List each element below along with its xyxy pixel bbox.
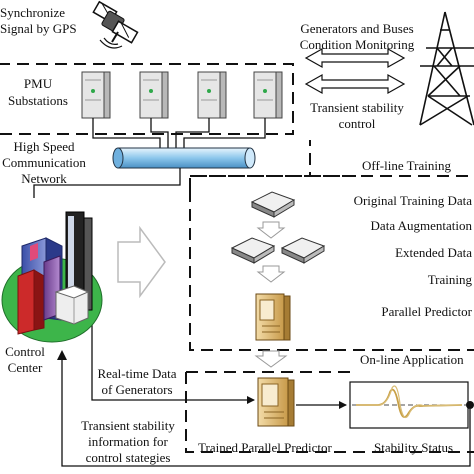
monitoring-label-line-2: Condition Monitoring [299,37,415,52]
realtime-label-line-1: Real-time Data [97,366,177,381]
offline-step-training: Training [427,272,472,287]
pipe-to-control-center-line [33,168,181,198]
control-center-label-line-2: Center [7,360,43,375]
augmented-data-icon-left [230,237,276,264]
control-center-city-icon [1,211,103,343]
pmu-server-icon-4 [253,71,283,119]
original-data-icon [250,191,296,218]
monitoring-double-arrow [304,47,406,95]
realtime-label-line-2: of Generators [101,382,173,397]
feedback-label-line-2: information for [88,434,168,449]
control-center-label-line-1: Control [5,344,45,359]
transmission-tower-icon [419,11,474,126]
pmu-label-line-2: Substations [8,93,68,108]
transient-control-label-line-1: Transient stability [310,100,404,115]
pmu-server-icon-1 [81,71,111,119]
status-feedback-line [61,352,471,467]
pmu-server-icon-3 [197,71,227,119]
feedback-label-line-1: Transient stability [81,418,175,433]
stability-status-label: Stability Status [374,440,454,455]
offline-training-title: Off-line Training [360,158,453,173]
control-to-realtime-line [91,304,186,401]
offline-step-original-data: Original Training Data [353,193,472,208]
arrow-to-online [254,350,288,368]
pmu-server-icon-2 [139,71,169,119]
arrow-to-training [256,265,286,283]
feedback-label-line-3: control stategies [85,450,171,465]
gps-label-line-1: Synchronize [0,5,65,20]
parallel-predictor-icon [255,293,291,341]
gps-label-line-2: Signal by GPS [0,21,77,36]
hollow-flow-arrow [117,225,166,299]
transient-control-label-line-2: control [338,116,376,131]
augmented-data-icon-right [280,237,326,264]
pmu-substations-box [0,63,294,135]
online-application-title: On-line Application [358,352,466,367]
network-label-line-3: Network [21,171,67,186]
stability-status-plot [349,381,474,429]
network-label-line-2: Communication [2,155,86,170]
network-pipe-icon [112,147,256,169]
pmu-label-line-1: PMU [23,76,53,91]
monitoring-label-line-1: Generators and Buses [300,21,414,36]
feedback-arrowhead [57,350,67,360]
server-network-wiring [92,118,266,148]
trained-predictor-label: Trained Parallel Predictor [198,440,332,455]
online-application-box [185,371,474,453]
trained-predictor-icon [257,377,295,427]
network-label-line-1: High Speed [13,139,75,154]
offline-step-augmentation: Data Augmentation [370,218,472,233]
arrow-to-augment [256,221,286,239]
offline-training-border [189,175,474,351]
offline-step-extended-data: Extended Data [395,245,472,260]
satellite-icon [92,0,139,49]
offline-step-parallel-predictor: Parallel Predictor [381,304,472,319]
